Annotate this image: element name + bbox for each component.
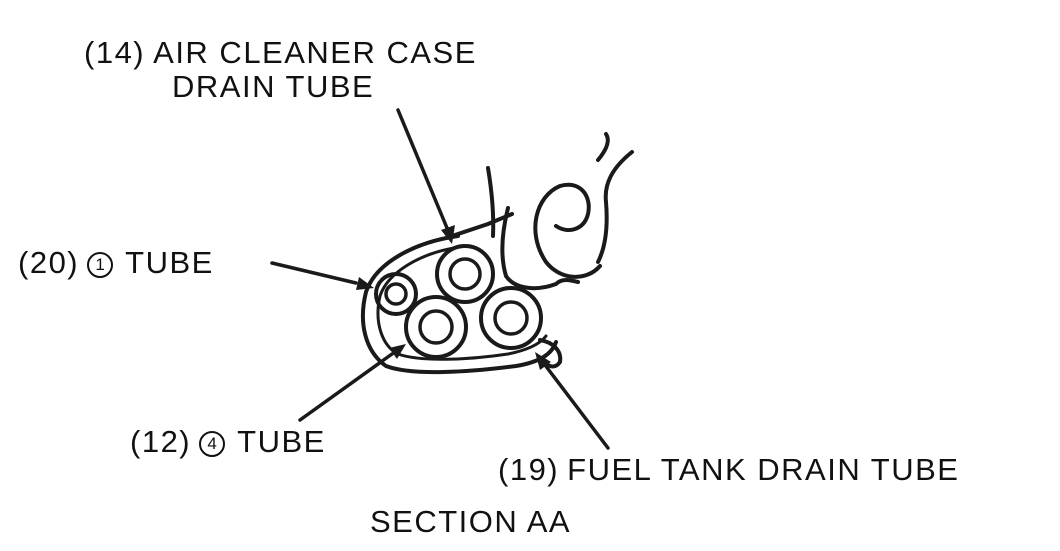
label-tube-1: (20) 1 TUBE [18,246,214,280]
leader-line-tube-4 [298,352,394,422]
label-air-cleaner-line2: DRAIN TUBE [172,69,375,104]
clamp-tab [538,338,563,369]
label-air-cleaner-line1: (14)AIR CLEANER CASE [84,36,477,70]
tube-1-bore [384,282,408,306]
fuel-tank-tube-bore [493,300,529,336]
leader-line-tube-1 [270,261,358,285]
arrowhead-tube-4 [389,344,406,359]
part-number: (14) [84,35,146,70]
leader-fuel-tank [535,352,610,450]
label-air-cleaner-drain-tube: (14)AIR CLEANER CASE DRAIN TUBE [84,36,477,104]
leader-tube-1 [270,261,374,290]
circled-number: 4 [199,431,226,457]
label-fuel-tank-drain-tube: (19)FUEL TANK DRAIN TUBE [498,453,959,487]
leader-line-air-cleaner [396,108,449,230]
part-number: (19) [498,452,560,487]
part-number: (20) [18,245,80,280]
tube-1-outer [374,272,418,316]
tube-1 [374,272,418,316]
frame-notch [596,132,610,162]
tube-fuel-tank-drain [479,286,543,350]
frame-edge-right [500,206,580,291]
part-name: AIR CLEANER CASE [153,35,477,70]
tube-4 [404,295,468,359]
section-caption: SECTION AA [370,504,572,539]
part-name: TUBE [125,245,214,280]
tube-4-outer [404,295,468,359]
frame-edge-left [486,166,496,238]
arrowhead-air-cleaner [441,225,455,244]
tube-4-bore [418,309,454,345]
leader-tube-4 [298,344,406,422]
fuel-tank-tube-outer [479,286,543,350]
label-tube-4: (12) 4 TUBE [130,425,326,459]
circled-number: 1 [87,252,114,278]
leader-line-fuel-tank [543,363,610,450]
leader-air-cleaner [396,108,455,244]
part-name: TUBE [237,424,326,459]
part-number: (12) [130,424,192,459]
arrowhead-tube-1 [356,277,374,290]
clamp-top-edge [450,212,514,238]
frame-curl-tail [596,150,634,264]
air-cleaner-tube-bore [448,257,482,291]
air-cleaner-tube-outer [435,244,495,304]
frame-curl [533,182,602,279]
arrowhead-fuel-tank [535,352,551,370]
tube-air-cleaner-drain [435,244,495,304]
clamp-outer-band [361,234,558,375]
part-name: FUEL TANK DRAIN TUBE [567,452,960,487]
frame-structure [486,132,634,291]
